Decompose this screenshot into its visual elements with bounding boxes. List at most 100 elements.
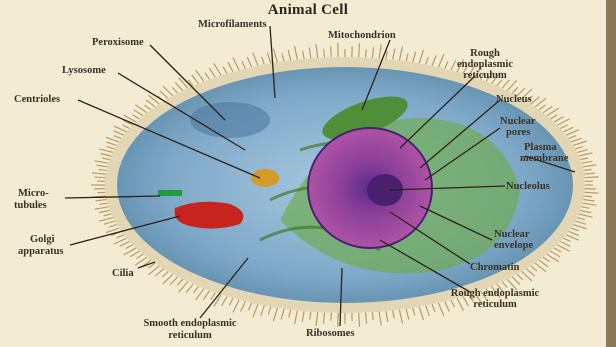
cilium xyxy=(413,52,416,63)
cilium xyxy=(399,310,402,324)
cilium xyxy=(222,296,227,306)
cilium xyxy=(205,73,210,80)
label-centrioles: Centrioles xyxy=(14,94,60,105)
cilium xyxy=(196,289,204,300)
cilium xyxy=(295,310,298,324)
cilium xyxy=(583,169,591,170)
cilium xyxy=(92,173,106,174)
cilium xyxy=(99,149,113,153)
cilium xyxy=(571,138,581,142)
cilium xyxy=(267,53,270,63)
cilium xyxy=(253,304,258,317)
cilium xyxy=(569,136,576,139)
label-rough-er-top-line1: Rough xyxy=(440,48,530,59)
cilium xyxy=(162,272,168,277)
diagram-title: Animal Cell xyxy=(0,2,616,19)
cilium xyxy=(289,310,291,318)
label-nucleus: Nucleus xyxy=(496,94,532,105)
cilium xyxy=(579,214,593,217)
cilium xyxy=(179,78,188,89)
cilium xyxy=(209,68,215,77)
label-plasma-membrane-line2: membrane xyxy=(520,153,568,164)
vacuole-shape xyxy=(190,102,270,138)
label-rough-er-bottom-line1: Rough endoplasmic xyxy=(420,288,570,299)
cilium xyxy=(120,241,130,246)
cilium xyxy=(122,125,129,129)
cilium xyxy=(372,47,373,58)
cilium xyxy=(406,309,409,320)
cilium xyxy=(577,218,585,220)
cilium xyxy=(579,153,593,156)
label-rough-er-top-line2: endoplasmic xyxy=(440,59,530,70)
cilium xyxy=(366,313,367,324)
cilium xyxy=(502,80,509,88)
cilium xyxy=(295,46,298,60)
cilium xyxy=(196,70,204,81)
label-smooth-er-line2: reticulum xyxy=(100,330,280,341)
cilium xyxy=(581,161,592,163)
cilium xyxy=(281,309,284,320)
label-smooth-er-line1: Smooth endoplasmic xyxy=(100,318,280,329)
cilium xyxy=(242,61,245,68)
label-rough-er-top-line3: reticulum xyxy=(440,70,530,81)
cilium xyxy=(114,136,121,139)
cilium xyxy=(136,254,143,258)
cilium xyxy=(543,257,550,262)
cilium xyxy=(560,241,570,246)
cilium xyxy=(585,177,599,178)
cilium xyxy=(104,221,115,224)
cilium xyxy=(324,313,325,324)
cilium xyxy=(228,62,233,72)
cilium xyxy=(273,49,277,62)
cilium xyxy=(102,158,110,160)
cilium xyxy=(426,57,429,65)
cilium xyxy=(177,279,182,285)
cilium xyxy=(241,301,246,311)
cilium xyxy=(262,57,265,65)
cilium xyxy=(575,221,586,224)
cilium xyxy=(223,67,227,74)
cilium xyxy=(551,251,560,257)
cilium xyxy=(134,110,143,116)
cilium xyxy=(233,58,239,71)
cilium xyxy=(543,107,552,113)
cilium xyxy=(324,49,325,57)
label-mitochondrion: Mitochondrion xyxy=(328,30,396,41)
cilium xyxy=(577,150,588,153)
cilium xyxy=(95,161,109,163)
cilium xyxy=(229,298,233,305)
cilium xyxy=(563,127,573,132)
cilium xyxy=(109,225,117,227)
cilium xyxy=(551,115,558,119)
label-peroxisome: Peroxisome xyxy=(92,37,144,48)
cilium xyxy=(302,311,304,322)
cilium xyxy=(103,214,111,216)
cilium xyxy=(359,313,360,327)
cilium xyxy=(406,53,408,61)
label-chromatin: Chromatin xyxy=(470,262,519,273)
cilium xyxy=(331,46,332,57)
cilium xyxy=(539,105,545,110)
cilium xyxy=(531,97,540,104)
cilium xyxy=(580,158,588,160)
cilium xyxy=(566,235,579,240)
cilium xyxy=(97,165,108,167)
cilium xyxy=(95,207,109,209)
label-microtubules-line1: Micro- xyxy=(18,188,49,199)
cilium xyxy=(583,165,597,167)
cilium xyxy=(303,51,304,59)
cilium xyxy=(379,312,381,326)
frame-edge xyxy=(606,0,616,347)
cilium xyxy=(581,207,589,208)
cilium xyxy=(569,231,579,235)
cilium xyxy=(554,248,561,252)
cilium xyxy=(584,196,592,197)
microtubule-shape xyxy=(158,190,182,196)
cilium xyxy=(379,44,381,58)
cilium xyxy=(539,260,548,266)
cilium xyxy=(107,147,115,149)
cilium xyxy=(372,312,373,320)
cilium xyxy=(282,53,284,61)
cilium xyxy=(386,51,387,59)
